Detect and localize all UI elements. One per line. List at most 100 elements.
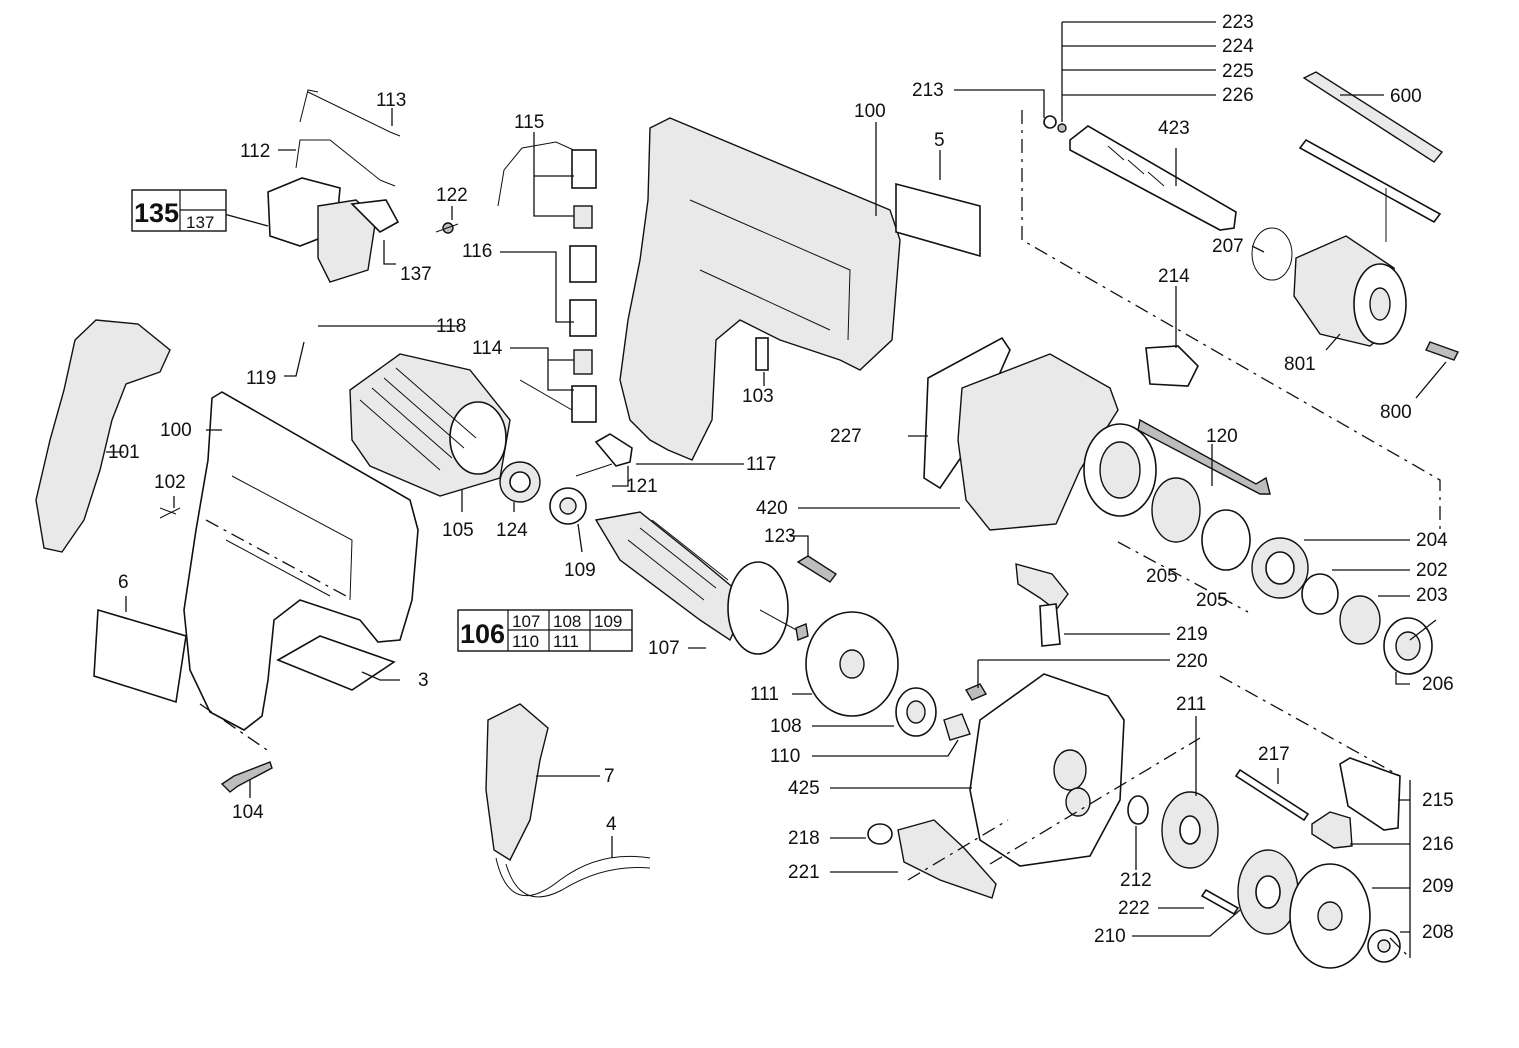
cord-guard-7: [485, 703, 549, 862]
switch-135: [267, 177, 459, 283]
clamp-117: [594, 433, 633, 467]
brush-holders: [497, 141, 597, 423]
washer-212: [1127, 795, 1149, 825]
gear-205a: [1151, 477, 1201, 543]
strap-600: [1302, 71, 1444, 163]
part-label: 425: [788, 778, 820, 799]
part-label: 800: [1380, 402, 1412, 423]
kit-135-label: 135: [134, 198, 179, 228]
pin-220: [964, 683, 988, 701]
part-label: 227: [830, 426, 862, 447]
part-label: 122: [436, 185, 468, 206]
screw-104: [220, 761, 273, 793]
ball-213: [1043, 115, 1057, 129]
part-label: 113: [376, 90, 406, 111]
part-label: 101: [108, 442, 140, 463]
bracket-214: [1145, 345, 1199, 387]
lever-219: [1015, 563, 1069, 611]
part-label: 104: [232, 802, 264, 823]
part-label: 3: [418, 670, 429, 691]
handle-101: [35, 319, 171, 553]
part-label: 116: [462, 241, 492, 262]
housing-100-left: [183, 391, 419, 731]
part-label: 217: [1258, 744, 1290, 765]
chuck-key: [1298, 138, 1442, 224]
part-label: 5: [934, 130, 945, 151]
part-drawings: [35, 71, 1459, 969]
part-label: 207: [1212, 236, 1244, 257]
part-label: 216: [1422, 834, 1454, 855]
part-label: 203: [1416, 585, 1448, 606]
part-label: 205: [1146, 566, 1178, 587]
part-label: 801: [1284, 354, 1316, 375]
kit-106-label: 106: [460, 619, 505, 649]
part-label: 4: [606, 814, 617, 835]
part-label: 219: [1176, 624, 1208, 645]
part-label: 108: [770, 716, 802, 737]
part-number-labels: 223 224 225 226 213 423 600 100 5 113 11…: [108, 12, 1454, 947]
part-label: 114: [472, 338, 503, 359]
part-label: 119: [246, 368, 276, 389]
part-label: 109: [564, 560, 596, 581]
part-label: 7: [604, 766, 615, 787]
pinion-221: [897, 819, 997, 899]
part-label: 121: [626, 476, 658, 497]
wire-clip-113: [299, 89, 401, 137]
part-label: 223: [1222, 12, 1254, 33]
kit-106-cell: 111: [553, 632, 579, 651]
part-label: 110: [770, 746, 800, 767]
part-label: 212: [1120, 870, 1152, 891]
part-label: 112: [240, 141, 270, 162]
part-label: 225: [1222, 61, 1254, 82]
bolt-120: [1137, 418, 1271, 495]
centerlines: [199, 110, 1441, 959]
wire-112: [295, 139, 396, 187]
part-label: 211: [1176, 694, 1206, 715]
part-label: 124: [496, 520, 528, 541]
part-label: 214: [1158, 266, 1190, 287]
part-label: 218: [788, 828, 820, 849]
part-label: 102: [154, 472, 186, 493]
part-label: 105: [442, 520, 474, 541]
label-plate-5: [895, 182, 981, 258]
pin-102: [159, 507, 181, 519]
pin-222: [1200, 888, 1240, 916]
part-label: 226: [1222, 85, 1254, 106]
part-label: 137: [400, 264, 432, 285]
part-label: 103: [742, 386, 774, 407]
part-label: 100: [854, 101, 886, 122]
spring-203: [1339, 595, 1381, 645]
ring-202: [1301, 573, 1339, 615]
part-label: 210: [1094, 926, 1126, 947]
screw-123: [796, 555, 838, 583]
bracket-216: [1311, 811, 1353, 849]
part-label: 117: [746, 454, 776, 475]
part-label: 204: [1416, 530, 1448, 551]
part-label: 420: [756, 498, 788, 519]
part-label: 221: [788, 862, 820, 883]
pin-217: [1234, 768, 1310, 822]
part-label: 222: [1118, 898, 1150, 919]
gear-housing-420: [957, 353, 1119, 531]
gear-cover-425: [969, 673, 1125, 867]
part-label: 100: [160, 420, 192, 441]
part-label: 202: [1416, 560, 1448, 581]
gear-205b: [1201, 509, 1251, 571]
label-plate-3: [276, 635, 396, 691]
stator-105: [349, 353, 511, 497]
kit-106-cell: 110: [512, 632, 539, 651]
part-label: 220: [1176, 651, 1208, 672]
kit-106-cell: 108: [553, 612, 581, 631]
plate-215: [1339, 757, 1401, 831]
armature-107: [594, 511, 809, 655]
part-label: 224: [1222, 36, 1254, 57]
spindle-423: [1069, 125, 1237, 231]
part-label: 208: [1422, 922, 1454, 943]
label-plate-6: [93, 608, 187, 704]
part-label: 6: [118, 572, 129, 593]
pin-103: [755, 337, 769, 371]
kit-135-box: 135 137: [131, 189, 227, 232]
part-label: 120: [1206, 426, 1238, 447]
kit-106-box: 106 107 108 109 110 111: [457, 609, 633, 652]
